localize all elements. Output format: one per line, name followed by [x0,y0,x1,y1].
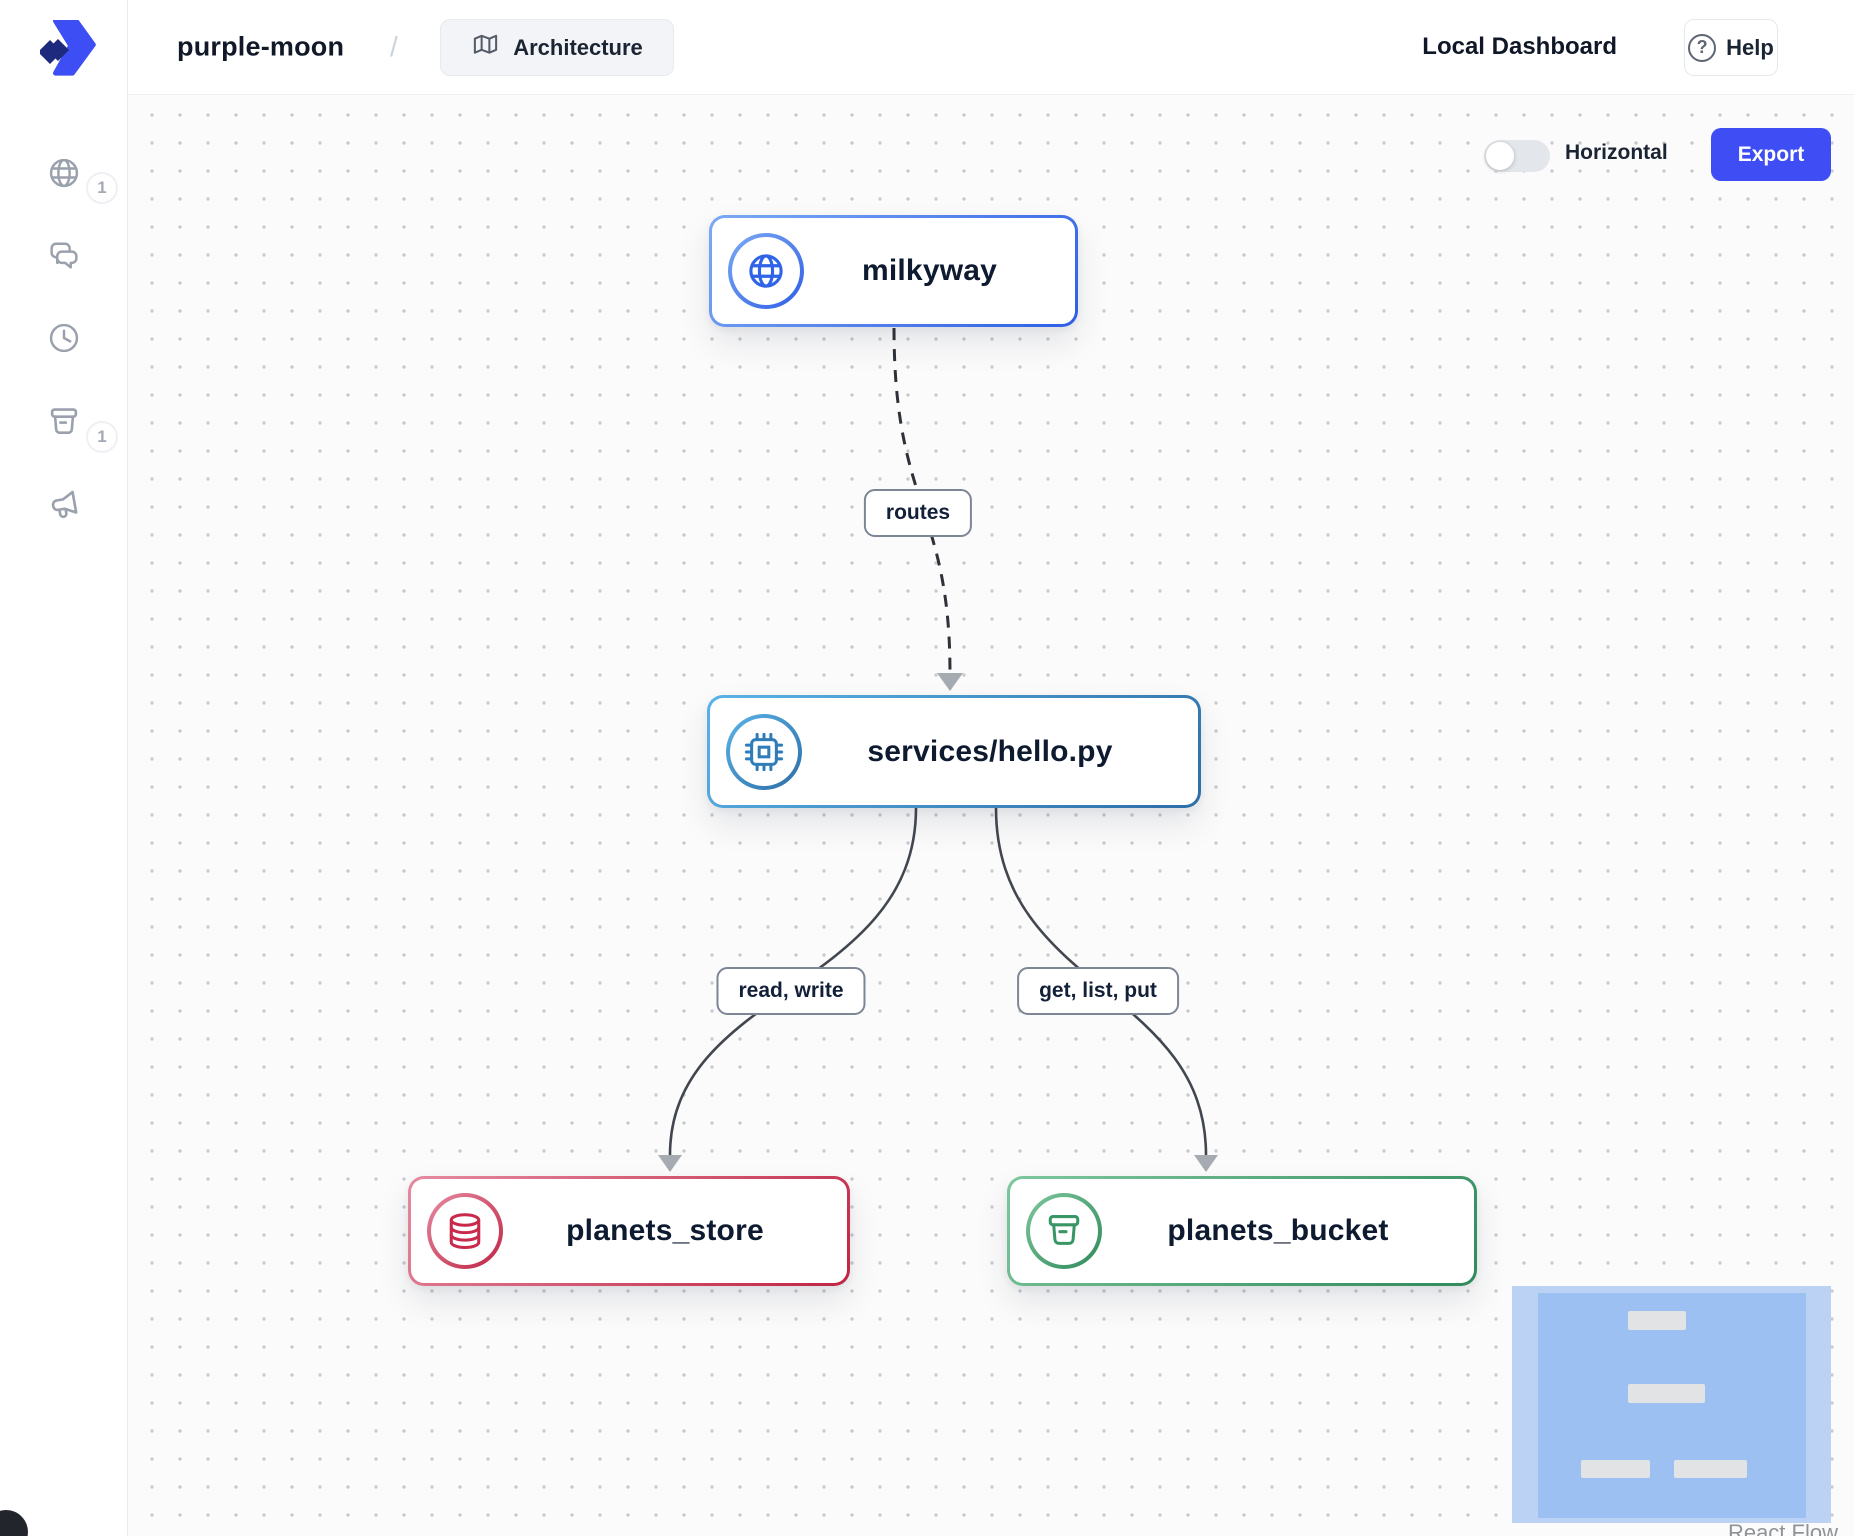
horizontal-toggle[interactable] [1484,140,1550,172]
edge-routes-arrowhead [937,673,963,691]
storage-count-badge: 1 [86,421,118,453]
megaphone-icon [45,486,83,529]
architecture-canvas[interactable]: routes read, write get, list, put milkyw… [128,95,1854,1536]
minimap-node [1628,1311,1686,1330]
edge-read-write-arrowhead [658,1155,682,1172]
apis-count-badge: 1 [86,172,118,204]
app-logo[interactable] [38,18,97,77]
chat-icon [46,237,82,278]
globe-icon [728,233,804,309]
edge-label-get-list-put: get, list, put [1017,967,1179,1015]
project-name: purple-moon [177,31,345,62]
react-flow-attribution: React Flow [1727,1520,1838,1536]
cpu-icon [726,714,802,790]
node-label: planets_store [566,1214,764,1247]
sidebar-item-apis[interactable] [0,143,128,207]
sidebar-item-websockets[interactable] [0,225,128,289]
node-services-hello[interactable]: services/hello.py [707,695,1201,808]
node-planets-store[interactable]: planets_store [408,1176,850,1286]
top-bar: purple-moon / Architecture Local Dashboa… [128,0,1854,95]
page-title: Local Dashboard [1422,33,1617,60]
node-label: milkyway [861,254,998,287]
sidebar-item-schedules[interactable] [0,308,128,372]
node-label: planets_bucket [1167,1214,1389,1247]
sidebar-item-topics[interactable] [0,475,128,539]
sidebar-item-storage[interactable] [0,392,128,456]
minimap[interactable] [1512,1286,1831,1523]
toggle-knob [1486,142,1514,170]
edge-label-routes: routes [863,489,973,537]
node-milkyway[interactable]: milkyway [709,215,1078,327]
sidebar: 1 [0,0,128,1536]
node-planets-bucket[interactable]: planets_bucket [1007,1176,1477,1286]
bucket-icon [1026,1193,1102,1269]
minimap-node [1674,1460,1747,1478]
minimap-viewport [1538,1293,1806,1518]
database-icon [427,1193,503,1269]
minimap-node [1581,1460,1650,1478]
node-label: services/hello.py [867,734,1113,768]
help-button-label: Help [1726,34,1774,60]
horizontal-toggle-label: Horizontal [1565,141,1668,164]
export-button[interactable]: Export [1711,128,1831,181]
globe-icon [46,155,82,196]
question-icon: ? [1688,33,1717,62]
clock-icon [46,320,82,361]
help-button[interactable]: ? Help [1684,19,1778,76]
edge-get-list-put-arrowhead [1194,1155,1218,1172]
architecture-tab[interactable]: Architecture [440,19,674,76]
edge-label-read-write: read, write [716,967,866,1015]
minimap-node [1628,1384,1705,1403]
architecture-tab-label: Architecture [513,34,643,60]
bucket-icon [45,403,83,446]
breadcrumb-separator: / [390,31,398,62]
map-icon [471,31,500,65]
